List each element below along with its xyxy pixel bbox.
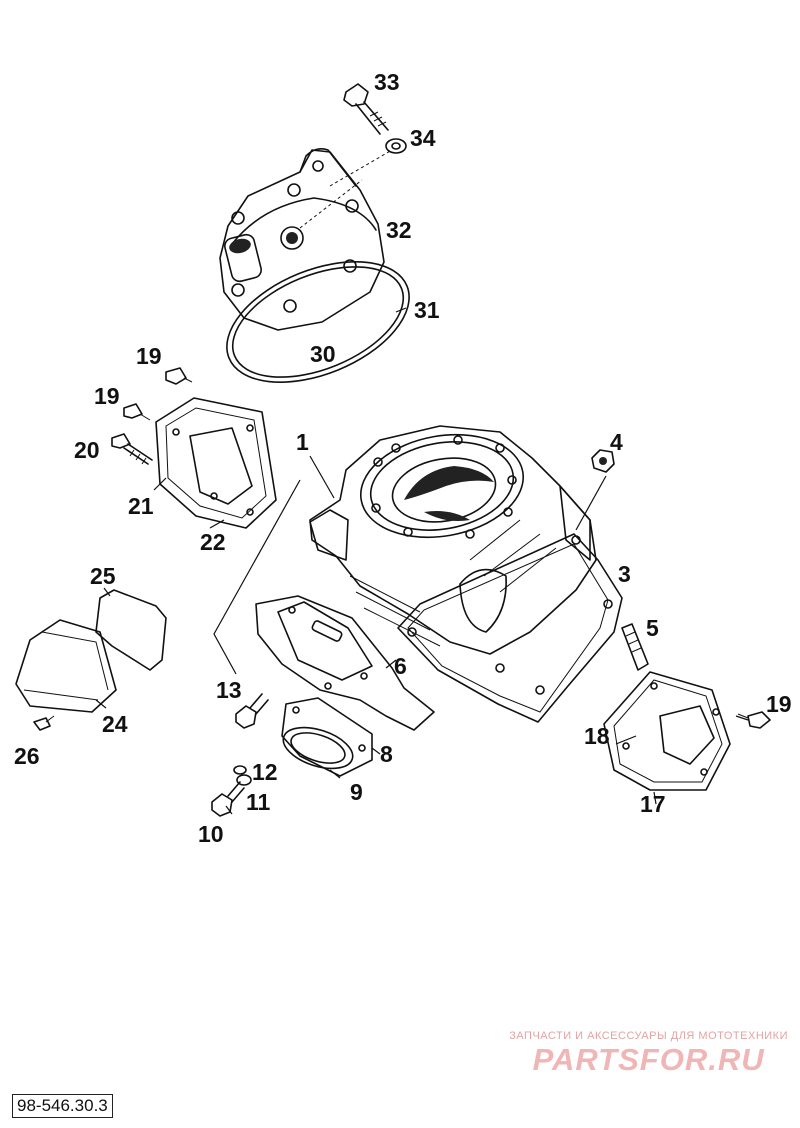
callout-19-middle: 19 <box>94 383 120 409</box>
gasket-25 <box>95 589 167 671</box>
callout-31: 31 <box>414 297 440 323</box>
watermark-logo: PARTSFOR.RU <box>532 1042 765 1077</box>
callout-13: 13 <box>216 677 242 703</box>
callout-5: 5 <box>646 615 659 641</box>
callout-11: 11 <box>246 789 271 815</box>
callout-30: 30 <box>310 341 336 367</box>
callout-19-right: 19 <box>766 691 792 717</box>
callout-3: 3 <box>618 561 631 587</box>
callout-17: 17 <box>640 791 666 817</box>
screw-19-right <box>737 711 771 729</box>
lock-washer-12 <box>233 765 247 775</box>
callout-12: 12 <box>252 759 278 785</box>
callout-22: 22 <box>200 529 226 555</box>
intake-boot-9 <box>281 697 373 777</box>
callout-25: 25 <box>90 563 116 589</box>
screw-19-top <box>165 367 193 385</box>
callout-10: 10 <box>198 821 224 847</box>
leader-lines <box>95 307 749 815</box>
callout-4: 4 <box>610 429 623 455</box>
callout-34: 34 <box>410 125 436 151</box>
callout-26: 26 <box>14 743 40 769</box>
head-bolt-33 <box>343 83 389 135</box>
callout-labels: 1 3 4 5 6 8 9 10 11 12 13 17 18 19 19 19… <box>14 69 792 847</box>
callout-32: 32 <box>386 217 412 243</box>
callout-1: 1 <box>296 429 309 455</box>
screw-20 <box>111 433 153 465</box>
screw-19-middle <box>123 403 151 421</box>
watermark: ЗАПЧАСТИ И АКСЕССУАРЫ ДЛЯ МОТОТЕХНИКИ PA… <box>509 1030 788 1078</box>
callout-9: 9 <box>350 779 363 805</box>
callout-21: 21 <box>128 493 154 519</box>
cover-24 <box>15 619 117 713</box>
exhaust-cover-21 <box>155 397 277 529</box>
washer-34 <box>385 138 407 154</box>
screw-26 <box>33 715 55 731</box>
callout-8: 8 <box>380 741 393 767</box>
exhaust-cover-17 <box>603 671 731 791</box>
drawing-number: 98-546.30.3 <box>12 1094 113 1118</box>
callout-33: 33 <box>374 69 400 95</box>
callout-6: 6 <box>394 653 407 679</box>
nut-4 <box>591 449 615 473</box>
washer-11 <box>236 774 252 786</box>
watermark-caption: ЗАПЧАСТИ И АКСЕССУАРЫ ДЛЯ МОТОТЕХНИКИ <box>509 1030 788 1042</box>
callout-20: 20 <box>74 437 100 463</box>
stud-5 <box>621 623 649 671</box>
cylinder <box>309 425 623 723</box>
bolt-10 <box>211 781 245 817</box>
bolt-13 <box>235 693 269 729</box>
reed-valve-6 <box>255 595 435 731</box>
callout-24: 24 <box>102 711 128 737</box>
callout-19-top: 19 <box>136 343 162 369</box>
cylinder-head <box>219 148 410 383</box>
callout-18: 18 <box>584 723 610 749</box>
